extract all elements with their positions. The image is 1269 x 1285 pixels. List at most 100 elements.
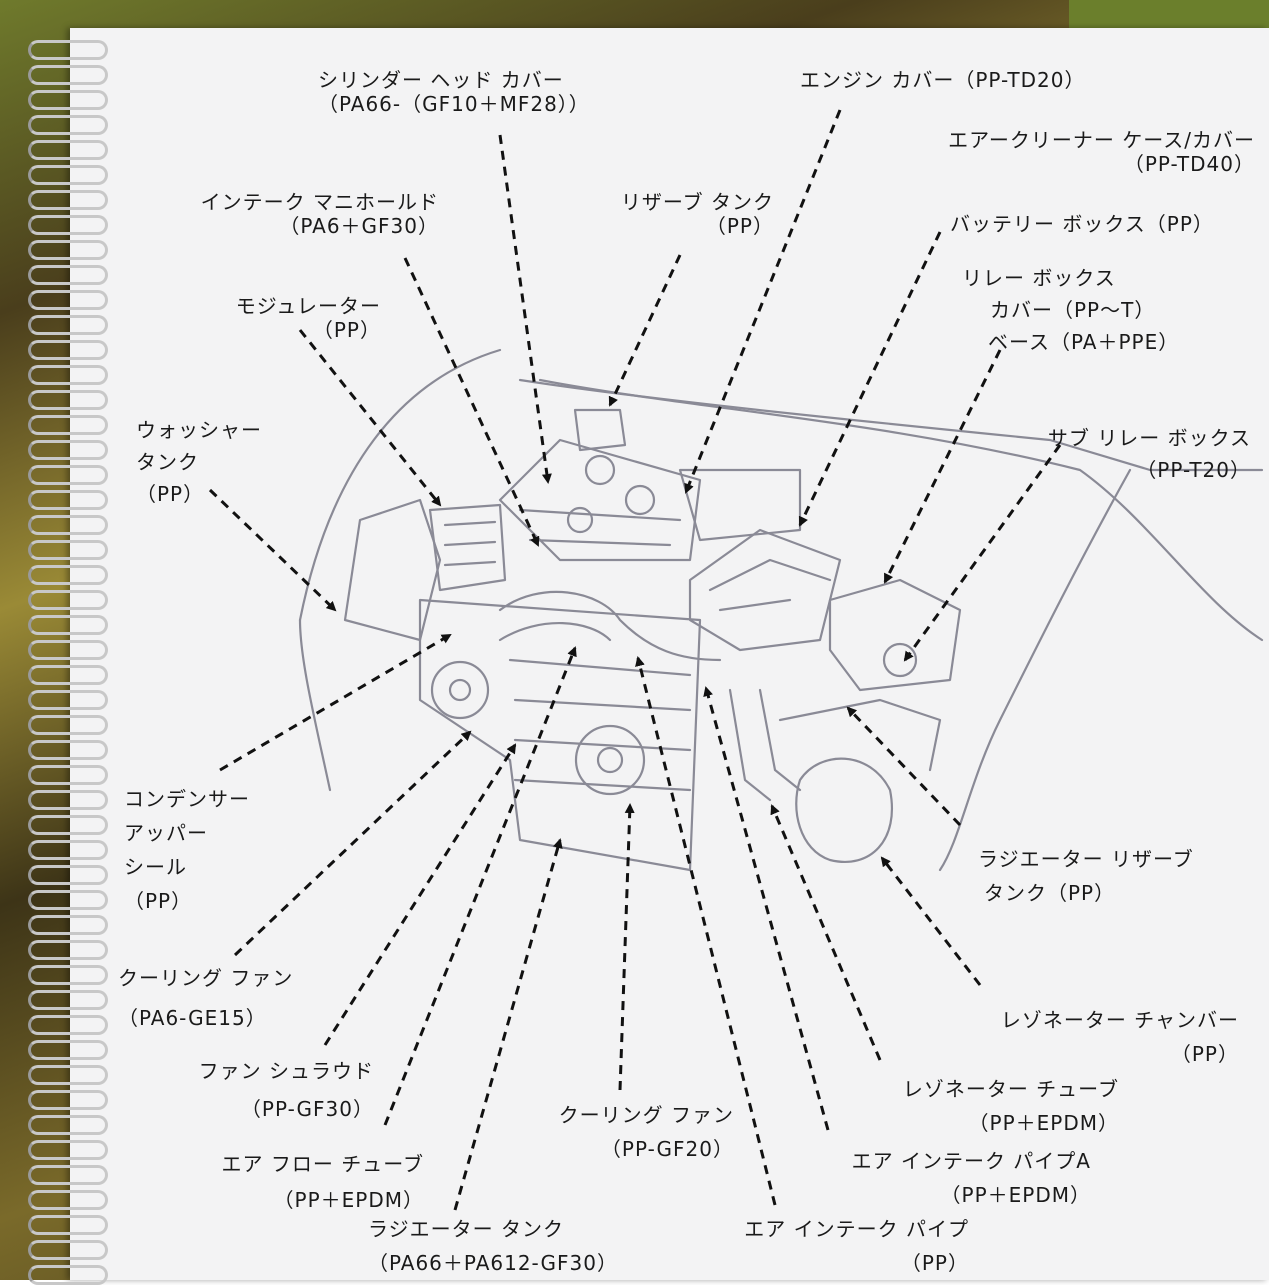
binding-ring (28, 65, 108, 85)
binding-ring (28, 990, 108, 1010)
label-name: シリンダー ヘッド カバー (318, 68, 564, 92)
binding-ring (28, 90, 108, 110)
label-sub-relay-box: サブ リレー ボックス （PP-T20） (1048, 422, 1251, 486)
arrow-radiator-reserve-tank (846, 706, 962, 827)
binding-ring (28, 240, 108, 260)
label-material: （PA6-GE15） (118, 1006, 267, 1030)
label-cooling-fan-center: クーリング ファン （PP-GF20） (559, 1098, 734, 1166)
arrow-resonator-chamber (880, 856, 982, 986)
binding-ring (28, 940, 108, 960)
label-material: タンク（PP） (984, 881, 1116, 905)
binding-ring (28, 1165, 108, 1185)
label-radiator-reserve-tank: ラジエーター リザーブ タンク（PP） (978, 842, 1194, 910)
binding-ring (28, 1065, 108, 1085)
engine-sketch (298, 348, 1264, 872)
binding-ring (28, 840, 108, 860)
label-material: （PP-GF20） (600, 1137, 734, 1161)
binding-ring (28, 890, 108, 910)
label-resonator-chamber: レゾネーター チャンバー （PP） (1001, 1003, 1239, 1071)
binding-ring (28, 690, 108, 710)
arrow-air-intake-pipe-a (703, 686, 830, 1131)
binding-ring (28, 865, 108, 885)
binding-ring (28, 1090, 108, 1110)
label-air-flow-tube: エア フロー チューブ （PP＋EPDM） (221, 1146, 424, 1218)
label-base: ベース（PA＋PPE） (988, 330, 1180, 354)
arrow-cylinder-head-cover (498, 134, 552, 484)
label-name-2: タンク (136, 450, 199, 474)
label-washer-tank: ウォッシャー タンク （PP） (136, 414, 262, 510)
binding-ring (28, 390, 108, 410)
label-material: （PP-TD40） (1123, 152, 1255, 176)
arrow-reserve-tank (608, 254, 682, 407)
binding-ring (28, 215, 108, 235)
binding-ring (28, 1115, 108, 1135)
pointer-arrows (208, 109, 1062, 1211)
label-cover: カバー（PP～T） (990, 298, 1156, 322)
arrow-air-intake-pipe (635, 656, 777, 1206)
arrow-cooling-fan-center (618, 803, 635, 1091)
label-resonator-tube: レゾネーター チューブ （PP＋EPDM） (903, 1072, 1119, 1140)
binding-ring (28, 340, 108, 360)
label-fan-shroud: ファン シュラウド （PP-GF30） (199, 1052, 374, 1128)
label-modulator: モジュレーター （PP） (236, 294, 381, 342)
binding-ring (28, 115, 108, 135)
label-air-cleaner: エアークリーナー ケース/カバー （PP-TD40） (948, 128, 1255, 176)
label-line-4: （PP） (124, 889, 193, 913)
label-name: エアークリーナー ケース/カバー (948, 128, 1255, 152)
label-name: ファン シュラウド (198, 1059, 374, 1083)
binding-ring (28, 790, 108, 810)
label-name: レゾネーター チューブ (902, 1077, 1119, 1101)
label-name: エア フロー チューブ (221, 1152, 424, 1176)
binding-ring (28, 365, 108, 385)
label-name: クーリング ファン (118, 966, 294, 990)
arrow-battery-box (798, 231, 942, 527)
binding-ring (28, 665, 108, 685)
label-radiator-tank: ラジエーター タンク （PA66＋PA612-GF30） (368, 1212, 618, 1280)
binding-ring (28, 1040, 108, 1060)
binding-ring (28, 1190, 108, 1210)
label-battery-box: バッテリー ボックス（PP） (950, 212, 1214, 236)
arrow-condenser-seal (219, 633, 452, 772)
arrow-relay-box (883, 349, 1002, 584)
label-cooling-fan-left: クーリング ファン （PA6-GE15） (118, 958, 293, 1038)
binding-ring (28, 465, 108, 485)
binding-ring (28, 140, 108, 160)
arrow-radiator-tank (453, 838, 563, 1211)
label-name: ラジエーター タンク (368, 1217, 564, 1241)
binding-ring (28, 290, 108, 310)
label-material: （PA66-（GF10＋MF28）） (318, 92, 590, 116)
binding-ring (28, 915, 108, 935)
binding-ring (28, 1240, 108, 1260)
binding-ring (28, 515, 108, 535)
label-intake-manifold: インテーク マニホールド （PA6＋GF30） (201, 190, 439, 238)
binding-ring (28, 490, 108, 510)
label-name: ウォッシャー (136, 418, 262, 442)
label-name: レゾネーター チャンバー (1000, 1008, 1239, 1032)
label-material: （PP） (312, 318, 381, 342)
binding-ring (28, 440, 108, 460)
label-name: クーリング ファン (558, 1103, 734, 1127)
arrow-engine-cover (684, 109, 842, 494)
binding-ring (28, 415, 108, 435)
binding-ring (28, 565, 108, 585)
binding-ring (28, 1140, 108, 1160)
label-engine-cover: エンジン カバー（PP-TD20） (800, 68, 1086, 92)
label-condenser-seal: コンデンサー アッパー シール （PP） (124, 782, 250, 918)
label-name: モジュレーター (235, 294, 381, 318)
label-name: エンジン カバー（PP-TD20） (800, 68, 1086, 92)
binding-ring (28, 1015, 108, 1035)
binding-ring (28, 815, 108, 835)
binding-ring (28, 640, 108, 660)
label-material: （PP） (1170, 1042, 1239, 1066)
binding-ring (28, 265, 108, 285)
label-air-intake-pipe: エア インテーク パイプ （PP） (744, 1212, 969, 1280)
arrow-modulator (298, 329, 442, 507)
label-material: （PP＋EPDM） (940, 1183, 1091, 1207)
binding-ring (28, 540, 108, 560)
arrow-air-flow-tube (383, 646, 577, 1126)
binding-ring (28, 715, 108, 735)
label-material: （PP） (136, 482, 205, 506)
binding-ring (28, 190, 108, 210)
label-name: バッテリー ボックス（PP） (950, 212, 1214, 236)
label-name: エア インテーク パイプ (744, 1217, 969, 1241)
